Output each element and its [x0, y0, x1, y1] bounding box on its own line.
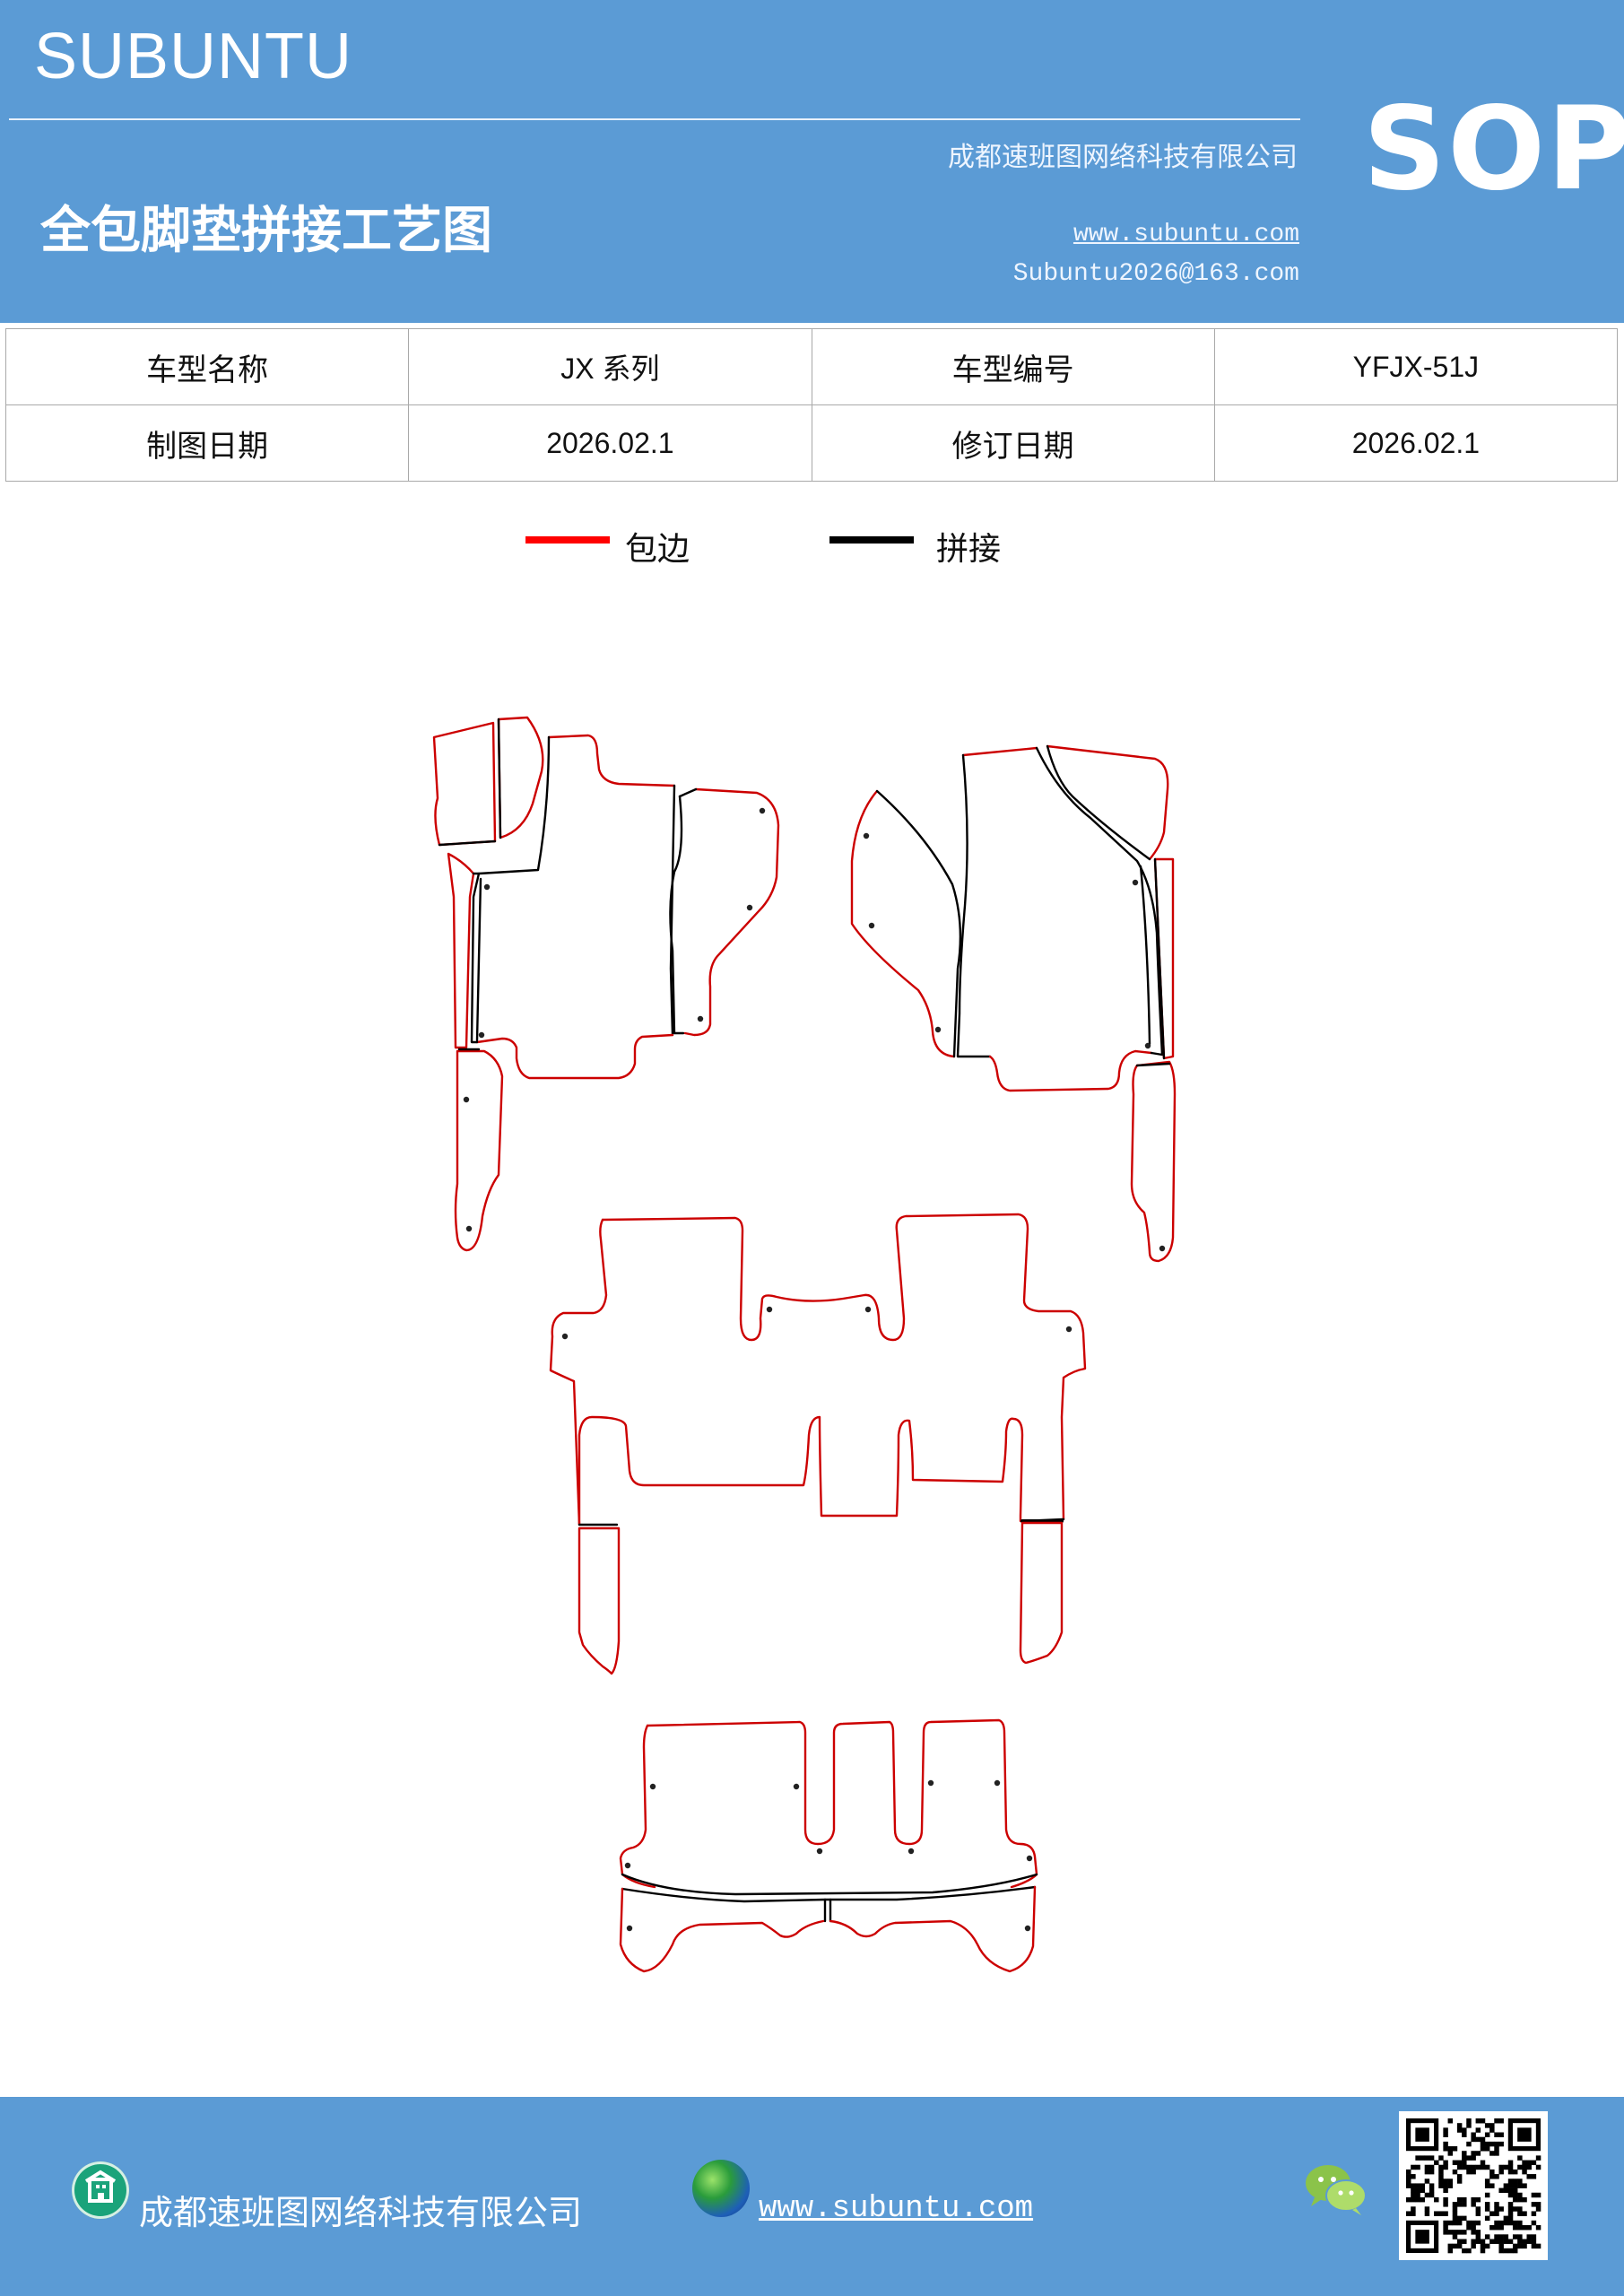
brand-name: SUBUNTU — [34, 21, 353, 92]
rear-row-mat — [619, 1718, 1038, 1973]
globe-icon — [692, 2160, 750, 2217]
legend-swatch-binding — [525, 536, 610, 544]
legend-swatch-seam — [829, 536, 914, 544]
info-table: 车型名称 JX 系列 车型编号 YFJX-51J 制图日期 2026.02.1 … — [4, 328, 1619, 482]
footer-company: 成都速班图网络科技有限公司 — [139, 2193, 583, 2232]
model-name-value: JX 系列 — [408, 328, 812, 405]
model-code-value: YFJX-51J — [1213, 328, 1619, 405]
wechat-icon[interactable] — [1304, 2161, 1368, 2217]
legend-label-binding: 包边 — [625, 531, 690, 568]
revision-date-label: 修订日期 — [811, 404, 1215, 482]
drawing-date-label: 制图日期 — [4, 404, 410, 482]
table-row: 制图日期 2026.02.1 修订日期 2026.02.1 — [4, 404, 1619, 482]
building-icon — [72, 2161, 129, 2219]
table-row: 车型名称 JX 系列 车型编号 YFJX-51J — [4, 328, 1619, 405]
front-right-mat — [850, 744, 1177, 1263]
model-name-label: 车型名称 — [4, 328, 410, 405]
header-company: 成都速班图网络科技有限公司 — [948, 142, 1298, 173]
header-banner — [0, 0, 1624, 323]
drawing-date-value: 2026.02.1 — [408, 404, 812, 482]
page-title: 全包脚垫拼接工艺图 — [40, 201, 492, 260]
header-website-link[interactable]: www.subuntu.com — [1073, 221, 1299, 248]
legend-label-seam: 拼接 — [936, 531, 1002, 568]
footer-website-link[interactable]: www.subuntu.com — [759, 2192, 1034, 2226]
sop-badge: SOP — [1363, 83, 1624, 216]
middle-row-mat — [549, 1213, 1087, 1675]
header-email[interactable]: Subuntu2026@163.com — [1012, 260, 1299, 288]
header-divider — [9, 118, 1300, 120]
qr-code[interactable] — [1399, 2111, 1548, 2260]
front-left-mat — [432, 716, 780, 1252]
model-code-label: 车型编号 — [811, 328, 1215, 405]
revision-date-value: 2026.02.1 — [1213, 404, 1619, 482]
